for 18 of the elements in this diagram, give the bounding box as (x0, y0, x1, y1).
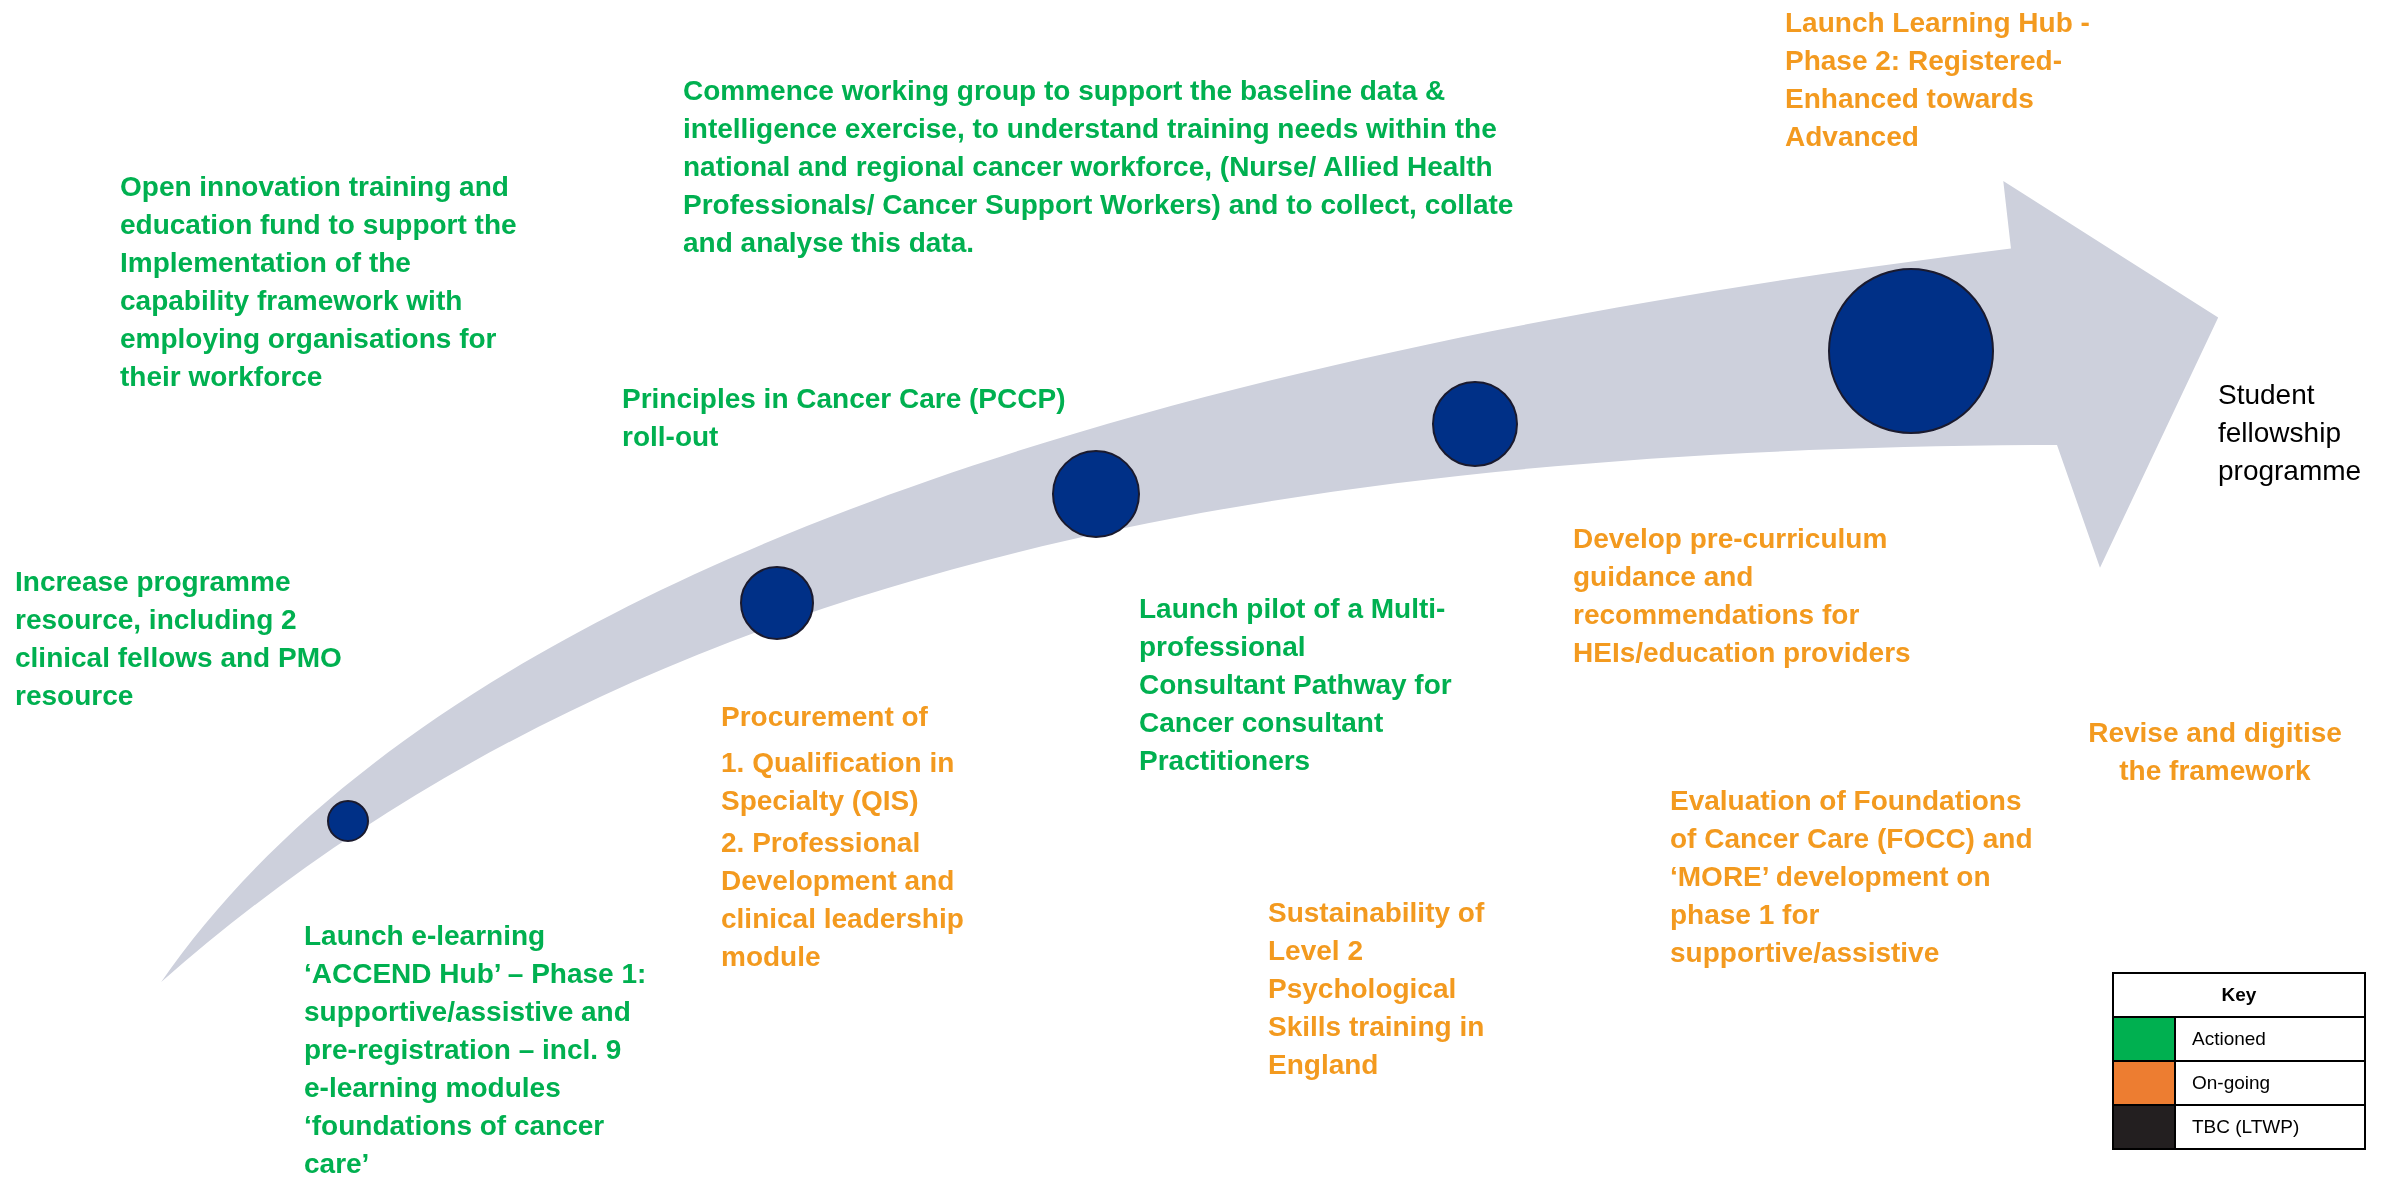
milestone-text: 2. Professional Development and clinical leadership module (721, 826, 965, 975)
milestone-text: Launch e-learning ‘ACCEND Hub’ – Phase 1: supportive/assistive and pre-registration – incl. 9 e-learning modules ‘foundations of cancer care’ (304, 919, 648, 1182)
milestone-text: Commence working group to support the baseline data & intelligence exercise, to understand training needs within the national and regional cancer workforce, (Nurse/ Allied Health Professionals/ Cancer Support Workers) and to collect, collate and analyse this data. (683, 74, 1515, 261)
milestone-text: Launch Learning Hub - Phase 2: Registered-Enhanced towards Advanced (1785, 6, 2091, 155)
milestone-text: Develop pre-curriculum guidance and recommendations for HEIs/education providers (1573, 522, 1912, 671)
legend-label: Actioned (2176, 1018, 2364, 1062)
milestone-text: Principles in Cancer Care (PCCP) roll-out (622, 382, 1067, 455)
milestone-text: Procurement of (721, 700, 929, 734)
milestone-text: Increase programme resource, including 2 clinical fellows and PMO resource (15, 565, 343, 714)
milestone-text: 1. Qualification in Specialty (QIS) (721, 746, 956, 819)
milestone-text: Evaluation of Foundations of Cancer Care (FOCC) and ‘MORE’ development on phase 1 for supportive/assistive (1670, 784, 2034, 971)
milestone-text: Student fellowship programme (2218, 378, 2363, 489)
legend-label: On-going (2176, 1062, 2364, 1106)
milestone-text: Open innovation training and education fund to support the Implementation of the capability framework with employing organisations for their workforce (120, 170, 518, 395)
milestone-text: Launch pilot of a Multi-professional Consultant Pathway for Cancer consultant Practitioners (1139, 592, 1453, 779)
milestone-text: Revise and digitise the framework (2087, 716, 2343, 789)
milestone-text: Sustainability of Level 2 Psychological Skills training in England (1268, 896, 1486, 1083)
legend-label: TBC (LTWP) (2191, 1115, 2301, 1139)
